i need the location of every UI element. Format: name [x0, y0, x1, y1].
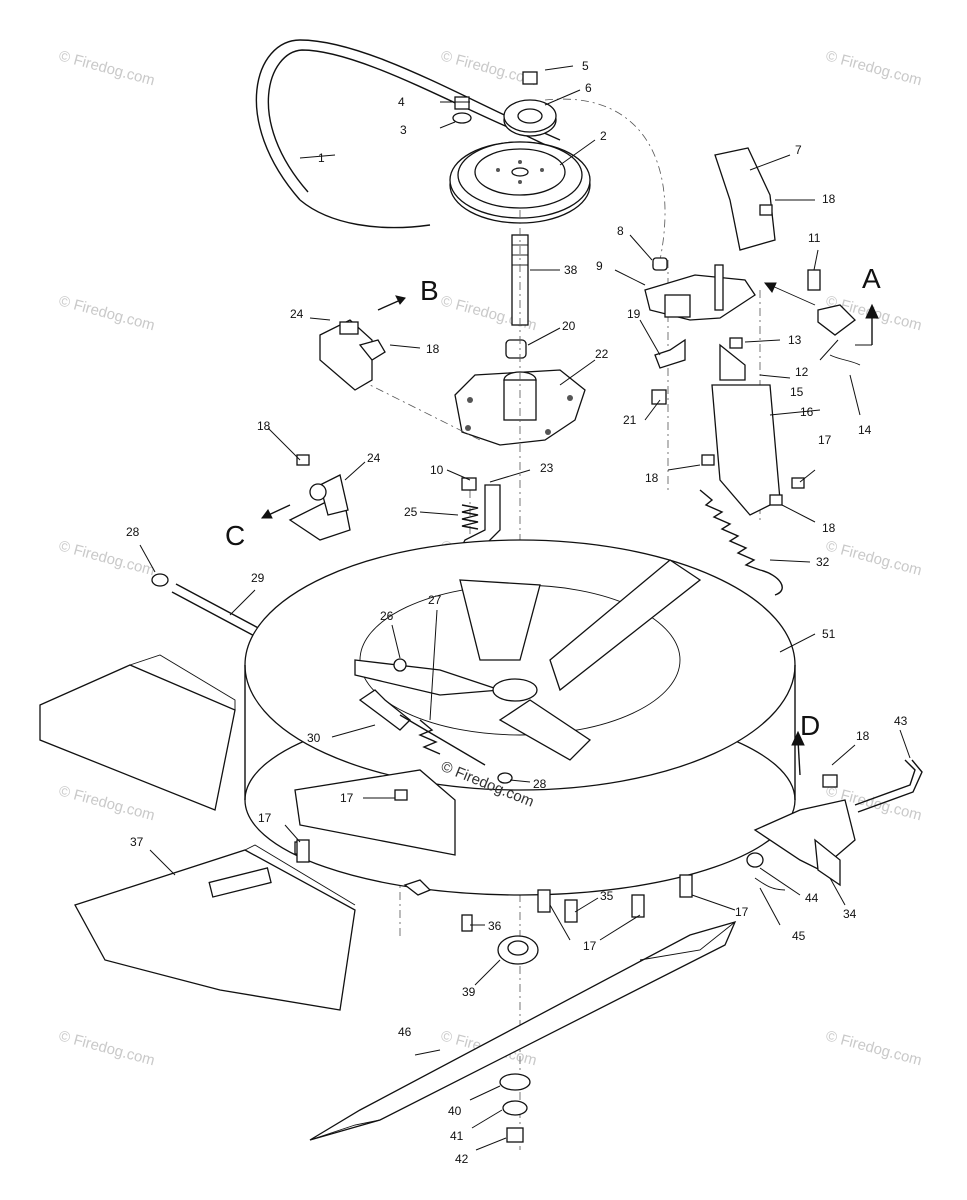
- callout-1: 1: [318, 151, 325, 165]
- callout-23: 23: [540, 461, 554, 475]
- bracket-lower: [288, 454, 351, 541]
- callout-28-a: 28: [126, 525, 140, 539]
- watermark-9: © Firedog.com: [824, 537, 924, 579]
- view-markers: B C A D: [225, 263, 881, 776]
- callout-42: 42: [455, 1152, 469, 1166]
- discharge-chute: [39, 654, 236, 811]
- callout-27: 27: [428, 593, 442, 607]
- spring-32: [699, 489, 783, 596]
- callout-45: 45: [792, 929, 806, 943]
- bracket-34: [746, 759, 923, 891]
- spring-25: [458, 477, 501, 551]
- callout-39: 39: [462, 985, 476, 999]
- callout-9: 9: [596, 259, 603, 273]
- callout-30: 30: [307, 731, 321, 745]
- bracket-upper: [319, 319, 386, 391]
- callout-3: 3: [400, 123, 407, 137]
- callout-25: 25: [404, 505, 418, 519]
- callout-18-b: 18: [426, 342, 440, 356]
- watermark-7: © Firedog.com: [57, 537, 157, 579]
- watermark-12: © Firedog.com: [57, 1027, 157, 1069]
- callout-46: 46: [398, 1025, 412, 1039]
- callout-11: 11: [808, 231, 821, 245]
- view-label-d: D: [800, 710, 820, 741]
- callout-18-a: 18: [822, 192, 836, 206]
- callout-5: 5: [582, 59, 589, 73]
- callout-44: 44: [805, 891, 819, 905]
- bracket-7: [714, 147, 776, 251]
- callout-17-d: 17: [735, 905, 749, 919]
- callout-24-b: 24: [367, 451, 381, 465]
- callout-22: 22: [595, 347, 609, 361]
- idler-arm: [644, 257, 756, 405]
- callout-20: 20: [562, 319, 576, 333]
- callout-29: 29: [251, 571, 265, 585]
- callout-12: 12: [795, 365, 809, 379]
- callout-37: 37: [130, 835, 144, 849]
- callout-36: 36: [488, 919, 502, 933]
- callout-8: 8: [617, 224, 624, 238]
- callout-18-e: 18: [822, 521, 836, 535]
- callout-32: 32: [816, 555, 830, 569]
- idler-pulley: [452, 71, 557, 137]
- callout-2: 2: [600, 129, 607, 143]
- callout-17-e: 17: [583, 939, 597, 953]
- watermark-1: © Firedog.com: [57, 47, 157, 89]
- blade: [309, 920, 737, 1141]
- callout-13: 13: [788, 333, 802, 347]
- mower-deck: [244, 539, 796, 896]
- callout-10: 10: [430, 463, 444, 477]
- callout-7: 7: [795, 143, 802, 157]
- callout-17-c: 17: [258, 811, 272, 825]
- view-label-c: C: [225, 520, 245, 551]
- view-label-b: B: [420, 275, 439, 306]
- view-label-a: A: [862, 263, 881, 294]
- bolts-underside: [296, 839, 693, 932]
- callout-28-b: 28: [533, 777, 547, 791]
- watermark-14: © Firedog.com: [824, 1027, 924, 1069]
- callout-19: 19: [627, 307, 641, 321]
- pulley: [449, 141, 591, 224]
- callout-18-f: 18: [856, 729, 870, 743]
- grass-catcher: [74, 841, 356, 1011]
- leader-lines: [139, 65, 911, 1151]
- baffle: [294, 769, 456, 856]
- watermark-10: © Firedog.com: [57, 782, 157, 824]
- callout-15: 15: [790, 385, 804, 399]
- callout-26: 26: [380, 609, 394, 623]
- callout-16: 16: [800, 405, 814, 419]
- spindle-assembly: [454, 234, 586, 446]
- callout-14: 14: [858, 423, 872, 437]
- watermark-3: © Firedog.com: [824, 47, 924, 89]
- lift-arm: [358, 658, 513, 784]
- callout-38: 38: [564, 263, 578, 277]
- callout-40: 40: [448, 1104, 462, 1118]
- parts-right: [701, 269, 861, 516]
- callout-18-d: 18: [645, 471, 659, 485]
- callout-17-a: 17: [818, 433, 832, 447]
- callout-24-a: 24: [290, 307, 304, 321]
- callout-6: 6: [585, 81, 592, 95]
- callout-4: 4: [398, 95, 405, 109]
- callout-51: 51: [822, 627, 836, 641]
- blade-hardware: [499, 1073, 531, 1143]
- callout-21: 21: [623, 413, 637, 427]
- callout-17-b: 17: [340, 791, 354, 805]
- callout-18-c: 18: [257, 419, 271, 433]
- callout-numbers: 1 2 3 4 5 6 7 8 9 10 11 12 13 14 15 16 1…: [126, 59, 908, 1166]
- watermark-4: © Firedog.com: [57, 292, 157, 334]
- callout-41: 41: [450, 1129, 464, 1143]
- callout-43: 43: [894, 714, 908, 728]
- bearing-39: [497, 935, 539, 965]
- callout-35: 35: [600, 889, 614, 903]
- callout-34: 34: [843, 907, 857, 921]
